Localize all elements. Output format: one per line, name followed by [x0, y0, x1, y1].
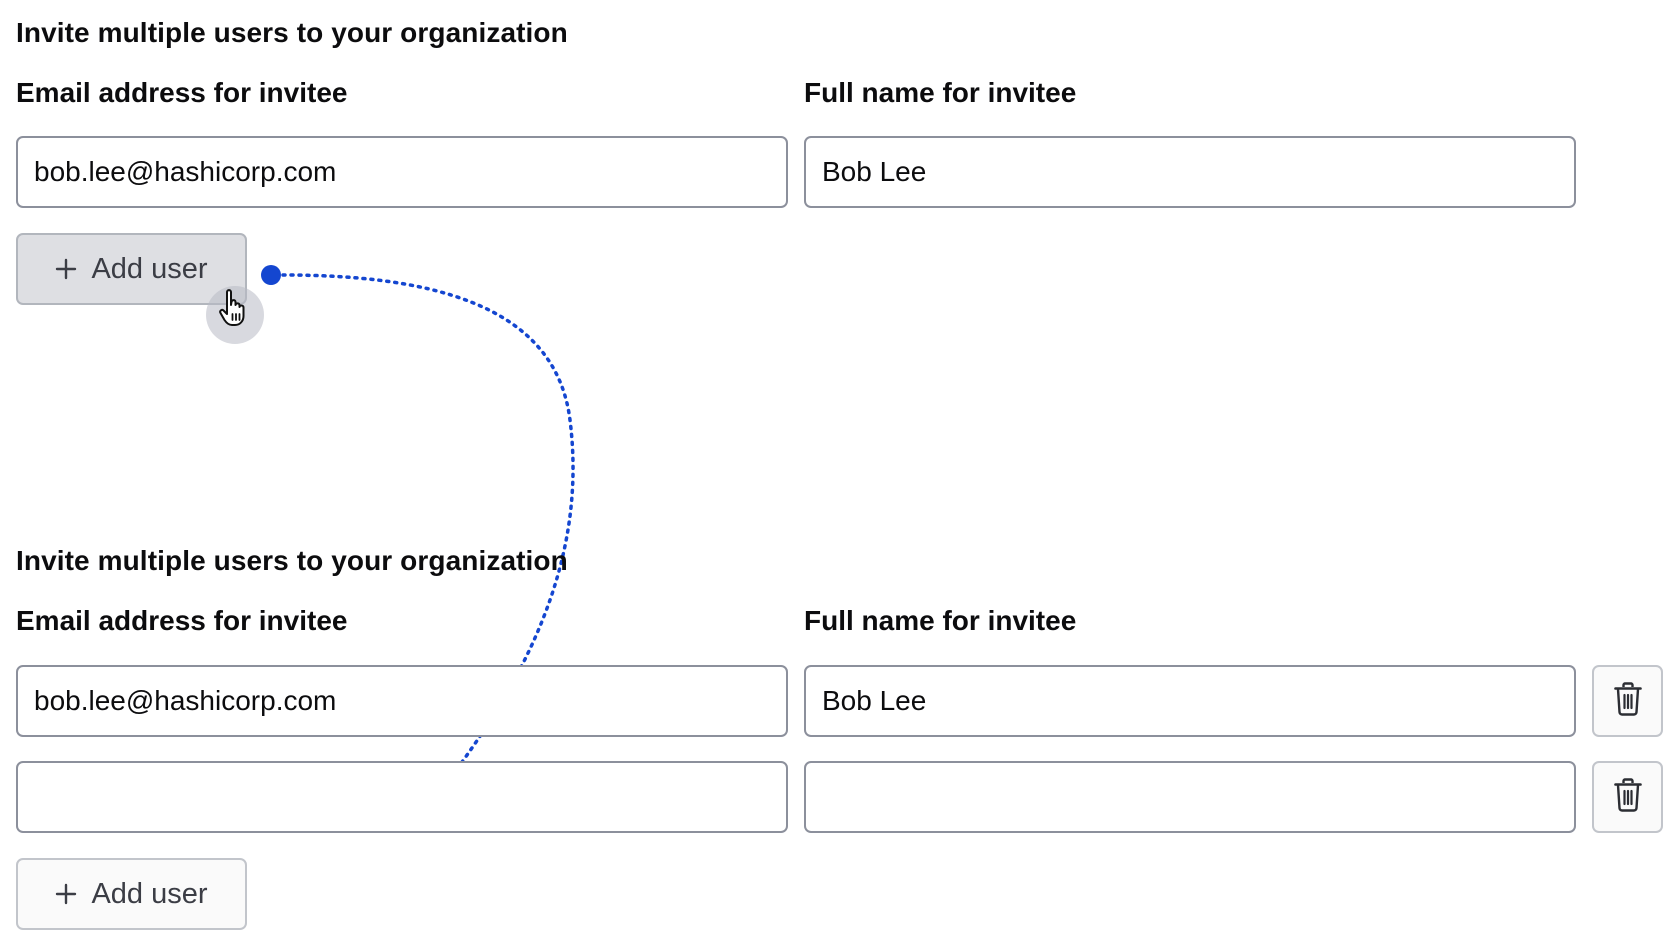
hand-pointer-icon — [218, 288, 252, 333]
full-name-field[interactable] — [804, 761, 1576, 833]
add-user-button[interactable]: Add user — [16, 858, 247, 930]
full-name-field[interactable]: Bob Lee — [804, 136, 1576, 208]
form-heading: Invite multiple users to your organizati… — [16, 545, 568, 576]
plus-icon — [55, 883, 77, 905]
full-name-label: Full name for invitee — [804, 605, 1077, 636]
email-label: Email address for invitee — [16, 605, 348, 636]
plus-icon — [55, 258, 77, 280]
delete-row-button[interactable] — [1592, 761, 1663, 833]
email-label: Email address for invitee — [16, 77, 348, 108]
form-heading: Invite multiple users to your organizati… — [16, 17, 568, 48]
add-user-label: Add user — [91, 877, 208, 910]
add-user-label: Add user — [91, 252, 208, 285]
add-user-button[interactable]: Add user — [16, 233, 247, 305]
email-field[interactable]: bob.lee@hashicorp.com — [16, 665, 788, 737]
full-name-field[interactable]: Bob Lee — [804, 665, 1576, 737]
full-name-label: Full name for invitee — [804, 77, 1077, 108]
arrow-start-dot — [261, 265, 281, 285]
trash-icon — [1613, 777, 1642, 817]
email-field[interactable]: bob.lee@hashicorp.com — [16, 136, 788, 208]
trash-icon — [1613, 681, 1642, 721]
delete-row-button[interactable] — [1592, 665, 1663, 737]
email-field[interactable] — [16, 761, 788, 833]
